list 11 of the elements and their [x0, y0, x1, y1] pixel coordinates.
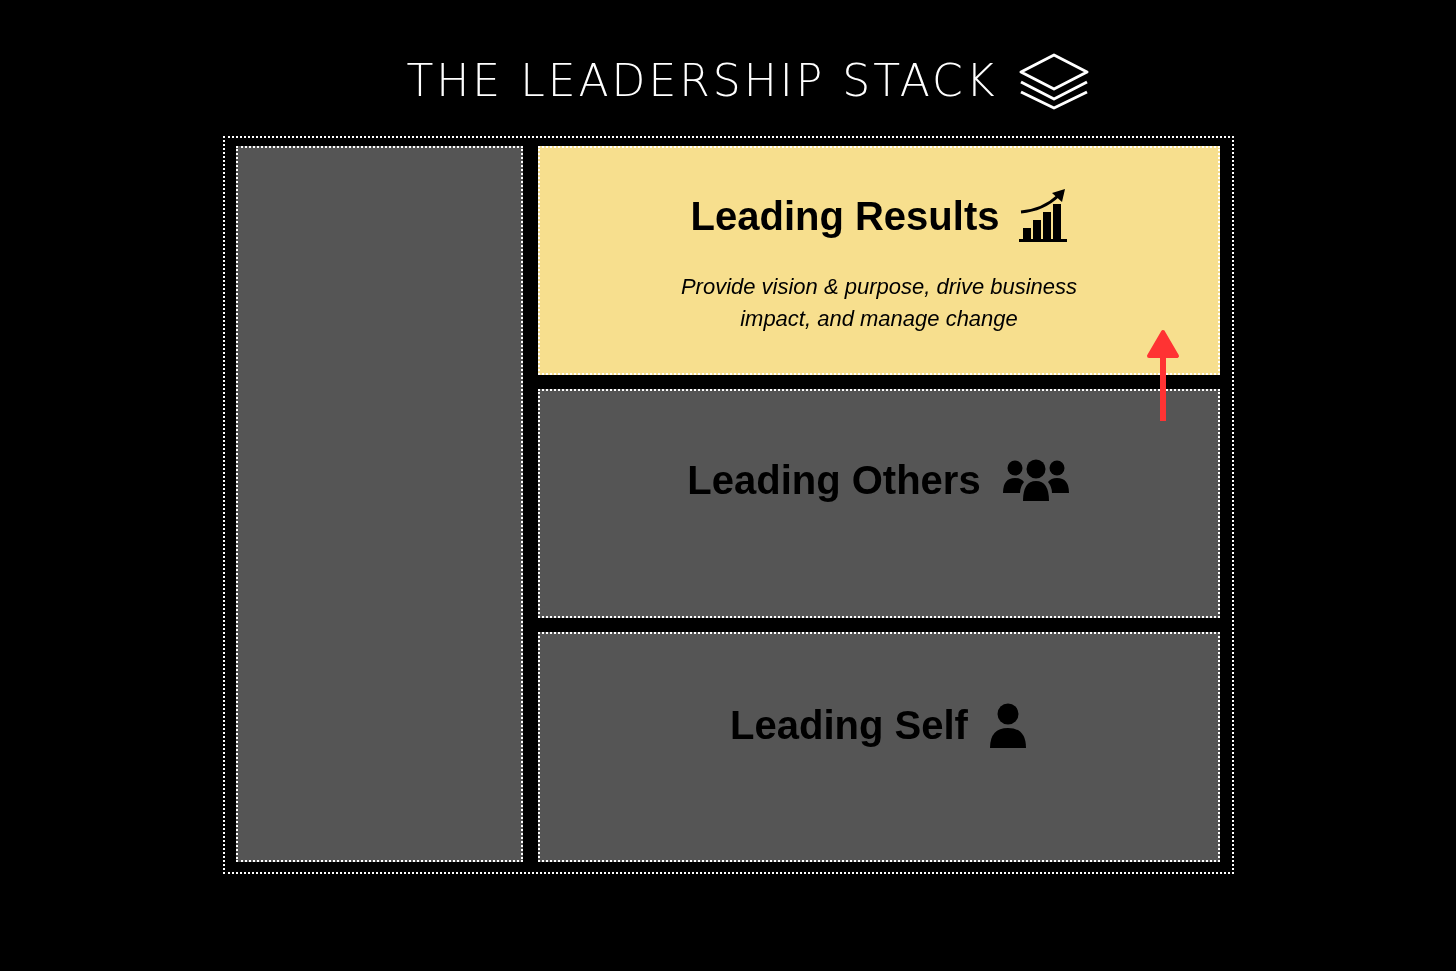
stage-box [538, 632, 1220, 862]
diagram-title: THE LEADERSHIP STACK [406, 54, 998, 108]
box-heading: Leading Others [687, 457, 981, 503]
arrow [1147, 330, 1179, 421]
box-description: Provide vision & purpose, drive business impact, and manage change [679, 273, 1079, 333]
empty-panel [236, 146, 523, 862]
box-heading: Leading Results [690, 192, 1000, 239]
stage-box [538, 146, 1220, 375]
stage-box [538, 389, 1220, 618]
outer-frame [223, 136, 1234, 874]
box-heading: Leading Self [730, 702, 968, 748]
